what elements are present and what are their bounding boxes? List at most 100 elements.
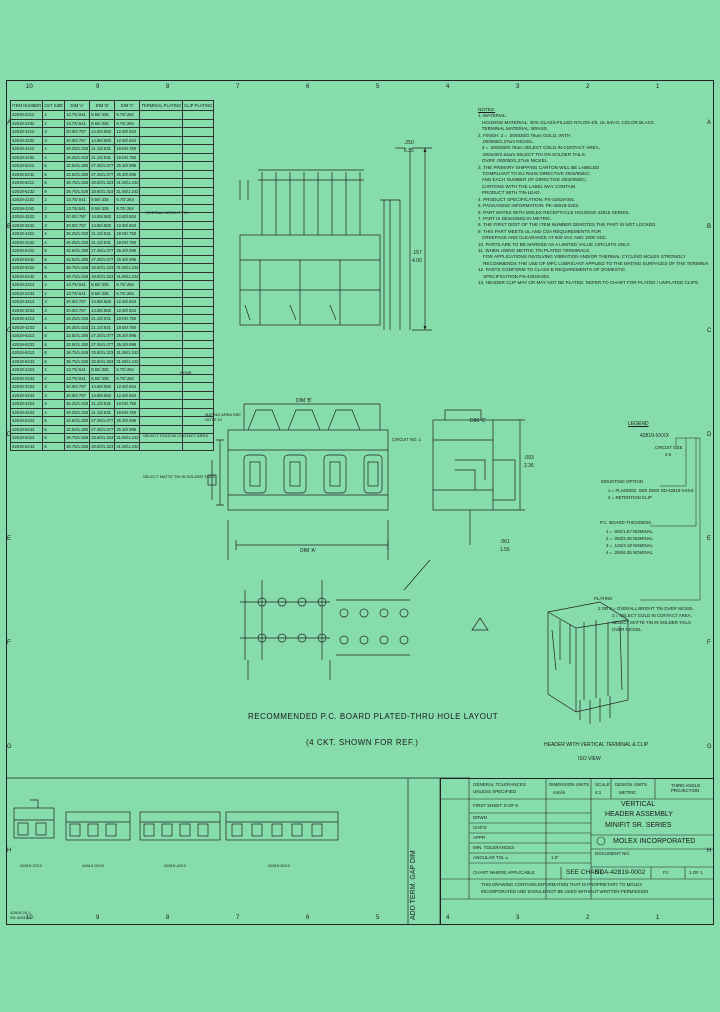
note-line: 10. PARTS ARE TO BE MARKED AS A LIMITED … xyxy=(478,241,631,247)
tb-chart: SEE CHART xyxy=(566,869,604,876)
tb-first-sheet: FIRST SHEET: 8 OF 8 xyxy=(473,803,518,808)
zone-letter: C xyxy=(707,328,712,334)
mating-area-label: MATING AREA SEE NOTE 13 xyxy=(205,412,241,422)
zone-number: 4 xyxy=(446,84,450,90)
zone-letter: G xyxy=(7,744,12,750)
table-cell: 42819-6243 xyxy=(9,441,44,451)
zone-letter: B xyxy=(707,224,712,230)
part-number-table: ITEM NUMBER CKT SIZE DIM 'A' DIM 'B' DIM… xyxy=(9,100,215,451)
note-line: 5. PACKAGING INFORMATION: PK-42819-2203. xyxy=(478,203,580,209)
zone-number: 8 xyxy=(166,84,170,90)
dim-height-top-mm: 6.35 xyxy=(404,148,414,154)
plating-label-tin: OVERALL BRIGHT TIN xyxy=(146,210,188,215)
zone-letter: F xyxy=(707,640,711,646)
revision-side-text: ADD TERM. GAP DIM xyxy=(410,850,417,920)
tb-general-tol: GENERAL TOLERANCES xyxy=(473,782,526,787)
pcb-thickness-2: 2 = .093/2.36 NOMINAL xyxy=(606,536,653,541)
plating-line-3: SELECT MATTE TIN IN SOLDER TAILS xyxy=(612,620,691,625)
note-line: HOUSING MATERIAL: 30% GLASS-FILLED NYLON… xyxy=(478,119,656,125)
note-line: 8. THE FIRST DIGIT OF THE ITEM NUMBER DE… xyxy=(478,222,657,228)
note-line: 1. MATERIAL: xyxy=(478,113,508,119)
note-line: 6. PART MATES WITH MOLEX RECEPTACLE HOUS… xyxy=(478,209,630,215)
col-item-number: ITEM NUMBER xyxy=(9,100,44,111)
zone-letter: H xyxy=(707,848,712,854)
legend-circuits-range: 2-6 xyxy=(665,452,672,457)
note-line: 11. WHEN USING METRIC TIN PLATED TERMINA… xyxy=(478,247,591,253)
note-line: RECOMMENDS THE USE OF MPC LUBRICANT APPL… xyxy=(478,260,708,266)
zone-letter: D xyxy=(7,432,12,438)
note-line: PRODUCT WITH TIN-LEAD. xyxy=(478,190,541,196)
zone-number: 4 xyxy=(446,915,450,921)
note-line: OVER .000050/1.27um NICKEL. xyxy=(478,158,549,164)
zone-number: 6 xyxy=(306,915,310,921)
zone-number: 10 xyxy=(26,915,33,921)
mounting-option-1: 1 = FLANGED, SEE DWG SD-42819-XXXX xyxy=(608,488,694,493)
tb-chart-where: CHART WHERE APPLICABLE xyxy=(473,870,535,875)
tb-fineness: MIN. TOLERANCES xyxy=(473,845,515,850)
tb-company: MOLEX INCORPORATED xyxy=(613,838,696,845)
tb-title-3: MINIFIT SR. SERIES xyxy=(605,822,672,829)
dim-b-label: DIM 'B' xyxy=(296,398,312,404)
zone-letter: D xyxy=(707,432,712,438)
zone-number: 7 xyxy=(236,915,240,921)
zone-number: 1 xyxy=(656,915,660,921)
tb-units: mm/in xyxy=(553,790,566,795)
note-line: 2. FINISH: 2 = .000030/0.76um GOLD, WITH xyxy=(478,132,571,138)
note-line: 3 = .000030/0.76um SELECT GOLD IN CONTAC… xyxy=(478,145,600,151)
iso-view-label: ISO VIEW xyxy=(578,756,601,762)
tb-checked-by: CHK'D xyxy=(473,825,487,830)
zone-number: 1 xyxy=(656,84,660,90)
zone-number: 8 xyxy=(166,915,170,921)
note-line: .000100/2.54um SELECT TIN ON SOLDER TAIL… xyxy=(478,151,586,157)
tb-design-units: DESIGN UNITS xyxy=(615,782,648,787)
tb-scale-label: SCALE xyxy=(595,782,610,787)
iso-caption: HEADER WITH VERTICAL TERMINAL & CLIP xyxy=(544,742,649,748)
bottom-part-3: 42819-42XX xyxy=(164,863,187,868)
col-clip-plating: CLIP PLATING xyxy=(182,100,215,111)
note-line: 12. PARTS CONFORM TO CLASS B REQUIREMENT… xyxy=(478,267,626,273)
bottom-part-4: 42819-52XX xyxy=(268,863,291,868)
zone-letter: A xyxy=(707,120,712,126)
col-dim-c: DIM 'C' xyxy=(114,100,141,111)
plating-title: PLATING xyxy=(594,596,613,601)
pcb-thickness-4: 4 = .250/6.35 NOMINAL xyxy=(606,550,653,555)
tb-drawing-label: DOCUMENT NO. xyxy=(595,851,631,856)
tb-proprietary-2: INCORPORATED AND SHOULD NOT BE USED WITH… xyxy=(481,889,649,894)
note-line: FOR APPLICATIONS INVOLVING VIBRATION AND… xyxy=(478,254,686,260)
note-line: 13. HEADER CLIP MAY OR MAY NOT BE PLATED… xyxy=(478,279,700,285)
plating-label-gold: SELECT GOLD IN CONTACT AREA xyxy=(143,433,208,438)
zone-letter: E xyxy=(707,536,712,542)
note-line: 3. THE PRIMARY SHIPPING CARTON WILL BE L… xyxy=(478,164,600,170)
tb-angular: ANGULAR TOL ± xyxy=(473,855,509,860)
notes-title: NOTES: xyxy=(478,107,496,112)
zone-number: 5 xyxy=(376,84,380,90)
legend-circuits: CIRCUIT SIZE xyxy=(655,445,683,450)
zone-number: 3 xyxy=(516,84,520,90)
tb-proprietary-1: THIS DRAWING CONTAINS INFORMATION THAT I… xyxy=(481,882,643,887)
zone-letter: E xyxy=(7,536,12,542)
dim-height: .157 xyxy=(412,250,422,256)
tb-unless: UNLESS SPECIFIED xyxy=(473,789,517,794)
zone-letter: B xyxy=(7,224,12,230)
zone-letter: F xyxy=(7,640,11,646)
tb-title-2: HEADER ASSEMBLY xyxy=(605,811,673,818)
dim-term-mm: 1.55 xyxy=(500,547,510,553)
zone-number: 9 xyxy=(96,84,100,90)
zone-letter: C xyxy=(7,328,12,334)
plating-line-1: 2 OR 3 = OVERALL BRIGHT TIN OVER NICKEL xyxy=(598,606,694,611)
note-line: .000050/1.27um NICKEL. xyxy=(478,139,535,145)
pcb-thickness-3: 3 = .125/3.18 NOMINAL xyxy=(606,543,653,548)
zone-number: 3 xyxy=(516,915,520,921)
zone-number: 10 xyxy=(26,84,33,90)
